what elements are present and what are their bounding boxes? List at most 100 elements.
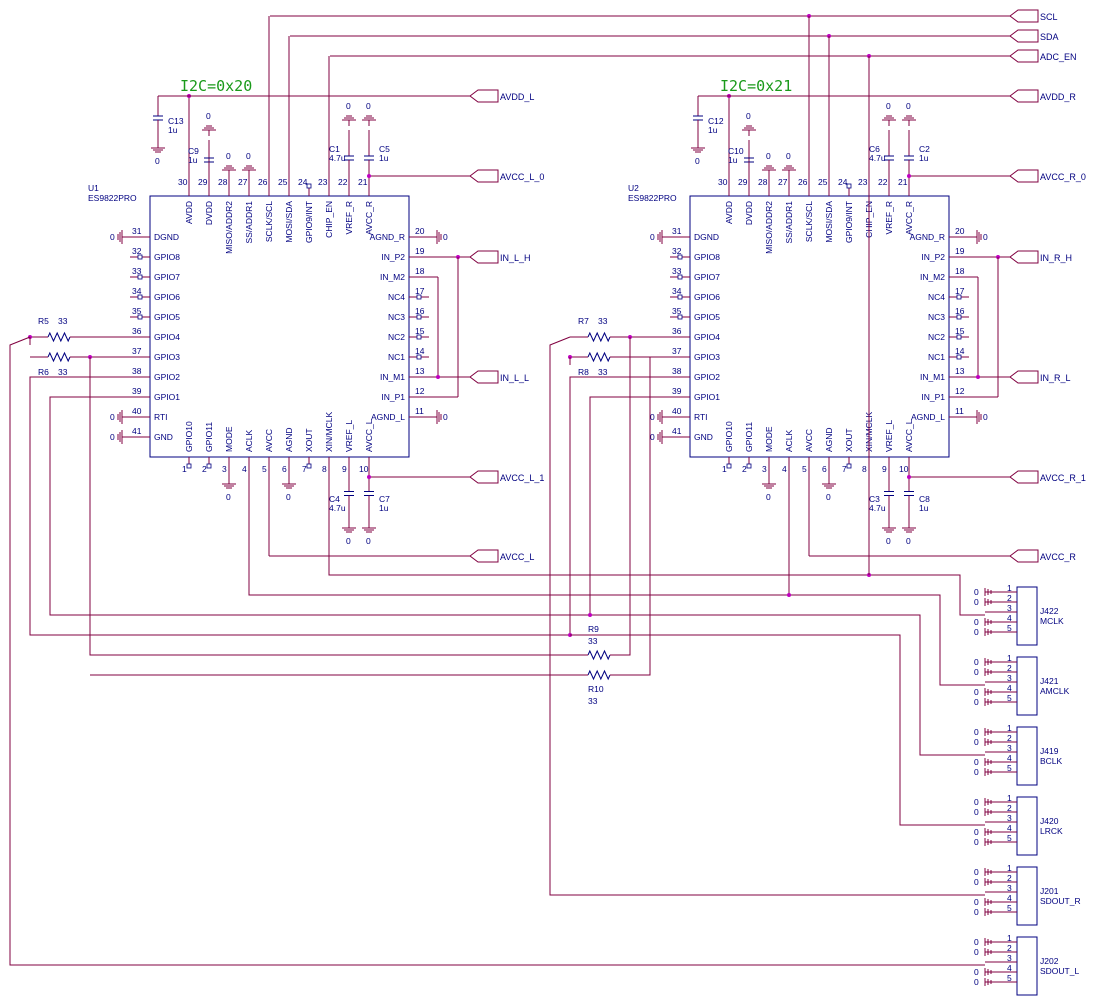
connector-ref: J421 xyxy=(1040,676,1059,686)
ground-label: 0 xyxy=(974,727,979,737)
pin-name: VREF_L xyxy=(884,420,894,452)
ground-label: 0 xyxy=(443,412,448,422)
pin-name: MISO/ADDR2 xyxy=(764,201,774,254)
ground-label: 0 xyxy=(110,412,115,422)
connector-body xyxy=(1016,586,1038,646)
junction-dot xyxy=(367,174,371,178)
no-connect-marker xyxy=(306,463,312,469)
ground-label: 0 xyxy=(366,536,371,546)
ground-label: 0 xyxy=(110,232,115,242)
pin-name: GPIO11 xyxy=(744,422,754,452)
net-label: IN_L_H xyxy=(500,253,531,263)
pin-name: GPIO6 xyxy=(154,292,180,302)
capacitor-ref: C1 xyxy=(329,144,340,154)
no-connect-marker xyxy=(206,463,212,469)
resistor xyxy=(47,331,71,343)
no-connect-marker xyxy=(416,314,422,320)
ground-label: 0 xyxy=(650,412,655,422)
junction-dot xyxy=(787,593,791,597)
pin-name: GPIO4 xyxy=(154,332,180,342)
pin-number: 41 xyxy=(132,426,142,436)
connector-pin-number: 1 xyxy=(1007,863,1012,873)
pin-name: NC1 xyxy=(928,352,945,362)
ground-label: 0 xyxy=(974,657,979,667)
ground-label: 0 xyxy=(206,111,211,121)
pin-number: 41 xyxy=(672,426,682,436)
pin-number: 18 xyxy=(955,266,965,276)
capacitor-value: 1u xyxy=(728,155,738,165)
net-flag-avcc-bottom xyxy=(469,470,499,484)
pin-name: GPIO2 xyxy=(154,372,180,382)
ground-label: 0 xyxy=(906,536,911,546)
pin-number: 2 xyxy=(742,464,747,474)
pin-name: SCLK/SCL xyxy=(804,201,814,242)
no-connect-marker xyxy=(416,334,422,340)
resistor xyxy=(587,669,611,681)
junction-dot xyxy=(436,375,440,379)
net-label: IN_R_L xyxy=(1040,373,1071,383)
no-connect-marker xyxy=(956,294,962,300)
no-connect-marker xyxy=(956,314,962,320)
pin-name: GPIO5 xyxy=(154,312,180,322)
ground-label: 0 xyxy=(983,412,988,422)
capacitor-value: 1u xyxy=(919,153,929,163)
pin-name: NC3 xyxy=(928,312,945,322)
wire xyxy=(589,396,670,615)
pin-number: 30 xyxy=(178,177,188,187)
no-connect-marker xyxy=(137,254,143,260)
ic-body xyxy=(689,195,950,458)
net-label: AVCC_R_1 xyxy=(1040,473,1086,483)
connector-pin-number: 1 xyxy=(1007,723,1012,733)
net-flag-avcc-bottom xyxy=(1009,470,1039,484)
pin-number: 6 xyxy=(282,464,287,474)
pin-number: 9 xyxy=(882,464,887,474)
connector-ref: J201 xyxy=(1040,886,1059,896)
wire xyxy=(549,336,985,896)
net-flag-in-h xyxy=(1009,250,1039,264)
ground-label: 0 xyxy=(974,977,979,987)
pin-number: 26 xyxy=(798,177,808,187)
pin-name: GPIO5 xyxy=(694,312,720,322)
pin-number: 29 xyxy=(738,177,748,187)
connector-pin-number: 5 xyxy=(1007,623,1012,633)
pin-number: 1 xyxy=(182,464,187,474)
pin-number: 27 xyxy=(778,177,788,187)
capacitor-value: 4.7u xyxy=(329,153,346,163)
pin-number: 15 xyxy=(955,326,965,336)
resistor-value: 33 xyxy=(588,696,598,706)
connector-pin-number: 2 xyxy=(1007,733,1012,743)
connector-pin-number: 4 xyxy=(1007,683,1012,693)
pin-name: VREF_R xyxy=(884,201,894,235)
pin-number: 5 xyxy=(802,464,807,474)
pin-name: ACLK xyxy=(244,429,254,452)
connector-pin-number: 5 xyxy=(1007,903,1012,913)
pin-number: 26 xyxy=(258,177,268,187)
pin-number: 12 xyxy=(955,386,965,396)
resistor xyxy=(587,649,611,661)
ic-part: ES9822PRO xyxy=(628,193,677,203)
net-flag-scl xyxy=(1009,9,1039,23)
ground-label: 0 xyxy=(974,867,979,877)
pin-name: GPIO1 xyxy=(694,392,720,402)
pin-name: GPIO9/INT xyxy=(844,201,854,243)
net-label: IN_R_H xyxy=(1040,253,1072,263)
connector-pin-number: 2 xyxy=(1007,873,1012,883)
resistor-ref: R9 xyxy=(588,624,599,634)
ground-label: 0 xyxy=(974,767,979,777)
pin-name: IN_M1 xyxy=(380,372,405,382)
pin-name: XOUT xyxy=(844,428,854,452)
pin-name: AVCC_R xyxy=(364,201,374,235)
pin-name: NC1 xyxy=(388,352,405,362)
pin-number: 34 xyxy=(672,286,682,296)
ground-label: 0 xyxy=(974,687,979,697)
ground-label: 0 xyxy=(766,151,771,161)
pin-number: 11 xyxy=(955,406,964,416)
pin-number: 33 xyxy=(132,266,142,276)
pin-number: 32 xyxy=(132,246,142,256)
no-connect-marker xyxy=(137,294,143,300)
connector-body xyxy=(1016,936,1038,996)
capacitor-value: 1u xyxy=(168,125,178,135)
pin-name: DVDD xyxy=(744,201,754,225)
pin-number: 21 xyxy=(358,177,368,187)
pin-number: 31 xyxy=(132,226,142,236)
